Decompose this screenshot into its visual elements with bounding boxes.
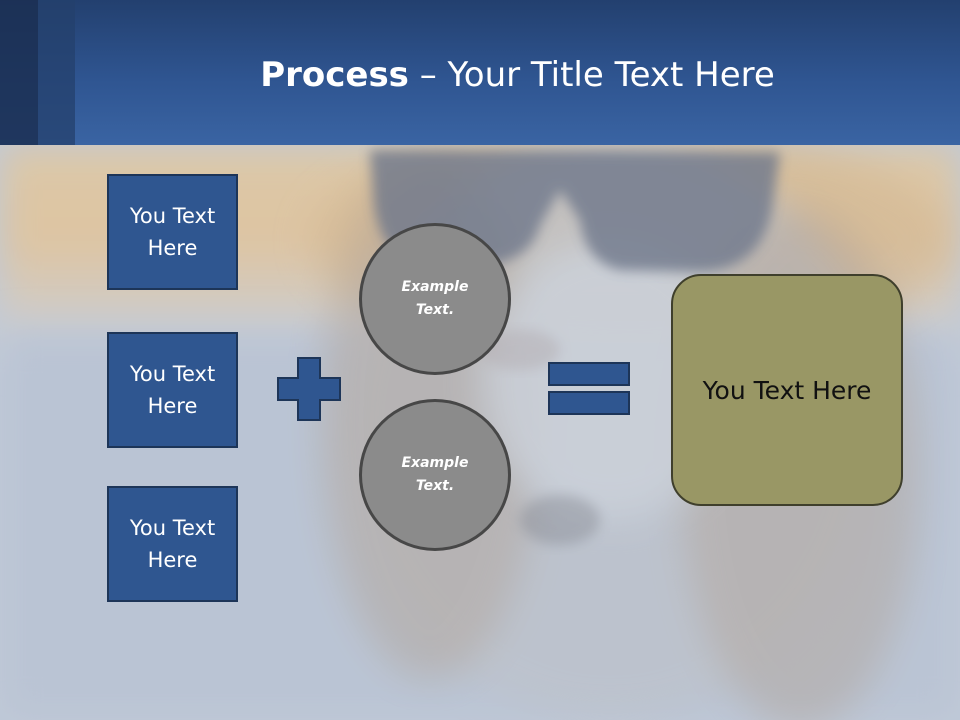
input-box-1: You Text Here — [107, 174, 238, 290]
equals-icon — [548, 362, 630, 415]
example-circle-2: Example Text. — [359, 399, 511, 551]
title-bar: Process – Your Title Text Here — [0, 0, 960, 145]
circle-label: Example Text. — [401, 455, 469, 494]
page-title: Process – Your Title Text Here — [75, 50, 960, 100]
input-box-2: You Text Here — [107, 332, 238, 448]
circle-label: Example Text. — [401, 279, 469, 318]
result-box: You Text Here — [671, 274, 903, 506]
result-label: You Text Here — [702, 375, 872, 405]
input-box-3: You Text Here — [107, 486, 238, 602]
input-box-label: You Text Here — [129, 516, 216, 572]
title-bold: Process — [260, 55, 409, 95]
input-box-label: You Text Here — [129, 362, 216, 418]
title-rest: – Your Title Text Here — [408, 55, 775, 95]
header-accent-stripe — [38, 0, 75, 145]
input-box-label: You Text Here — [129, 204, 216, 260]
plus-icon — [277, 357, 341, 421]
header-accent-stripe — [0, 0, 38, 145]
example-circle-1: Example Text. — [359, 223, 511, 375]
